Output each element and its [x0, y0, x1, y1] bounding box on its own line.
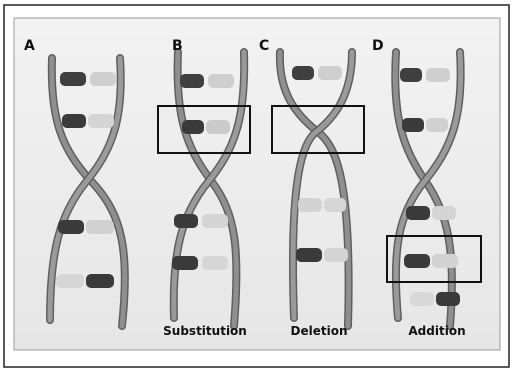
panel-b-base-pair-4 — [172, 256, 228, 270]
panel-d-base-pair-1 — [400, 68, 450, 82]
panel-c-deletion-box — [271, 105, 365, 154]
panel-a-base-pair-4 — [56, 274, 114, 288]
panel-b-dna — [157, 48, 251, 330]
panel-d-strand-right — [393, 49, 464, 321]
panel-c-strand-right — [290, 49, 355, 321]
panel-d-dna — [386, 48, 482, 330]
panel-b-base-pair-3 — [174, 214, 228, 228]
caption-deletion: Deletion — [290, 324, 348, 338]
panel-b-substitution-box — [157, 105, 251, 154]
panel-d-base-pair-4 — [404, 254, 458, 268]
panel-d-base-pair-3 — [406, 206, 456, 220]
panel-label-a: A — [24, 38, 35, 54]
panel-d-addition-box — [386, 235, 482, 283]
panel-label-d: D — [372, 38, 384, 54]
panel-a-base-pair-3 — [58, 220, 114, 234]
panel-d-base-pair-2 — [402, 118, 448, 132]
panel-c-base-pair-1 — [292, 66, 342, 80]
panel-a-dna — [46, 54, 129, 330]
panel-c-base-pair-2 — [298, 198, 346, 212]
caption-addition: Addition — [408, 324, 466, 338]
caption-substitution: Substitution — [163, 324, 247, 338]
panel-label-c: C — [259, 38, 270, 54]
panel-label-b: B — [172, 38, 183, 54]
panel-b-base-pair-2 — [182, 120, 230, 134]
panel-a-base-pair-2 — [62, 114, 114, 128]
panel-c-base-pair-3 — [296, 248, 348, 262]
panel-c-dna — [271, 48, 365, 330]
panel-d-base-pair-5 — [410, 292, 460, 306]
panel-b-base-pair-1 — [180, 74, 234, 88]
panel-a-base-pair-1 — [60, 72, 116, 86]
panel-c-strand-left — [277, 49, 352, 329]
